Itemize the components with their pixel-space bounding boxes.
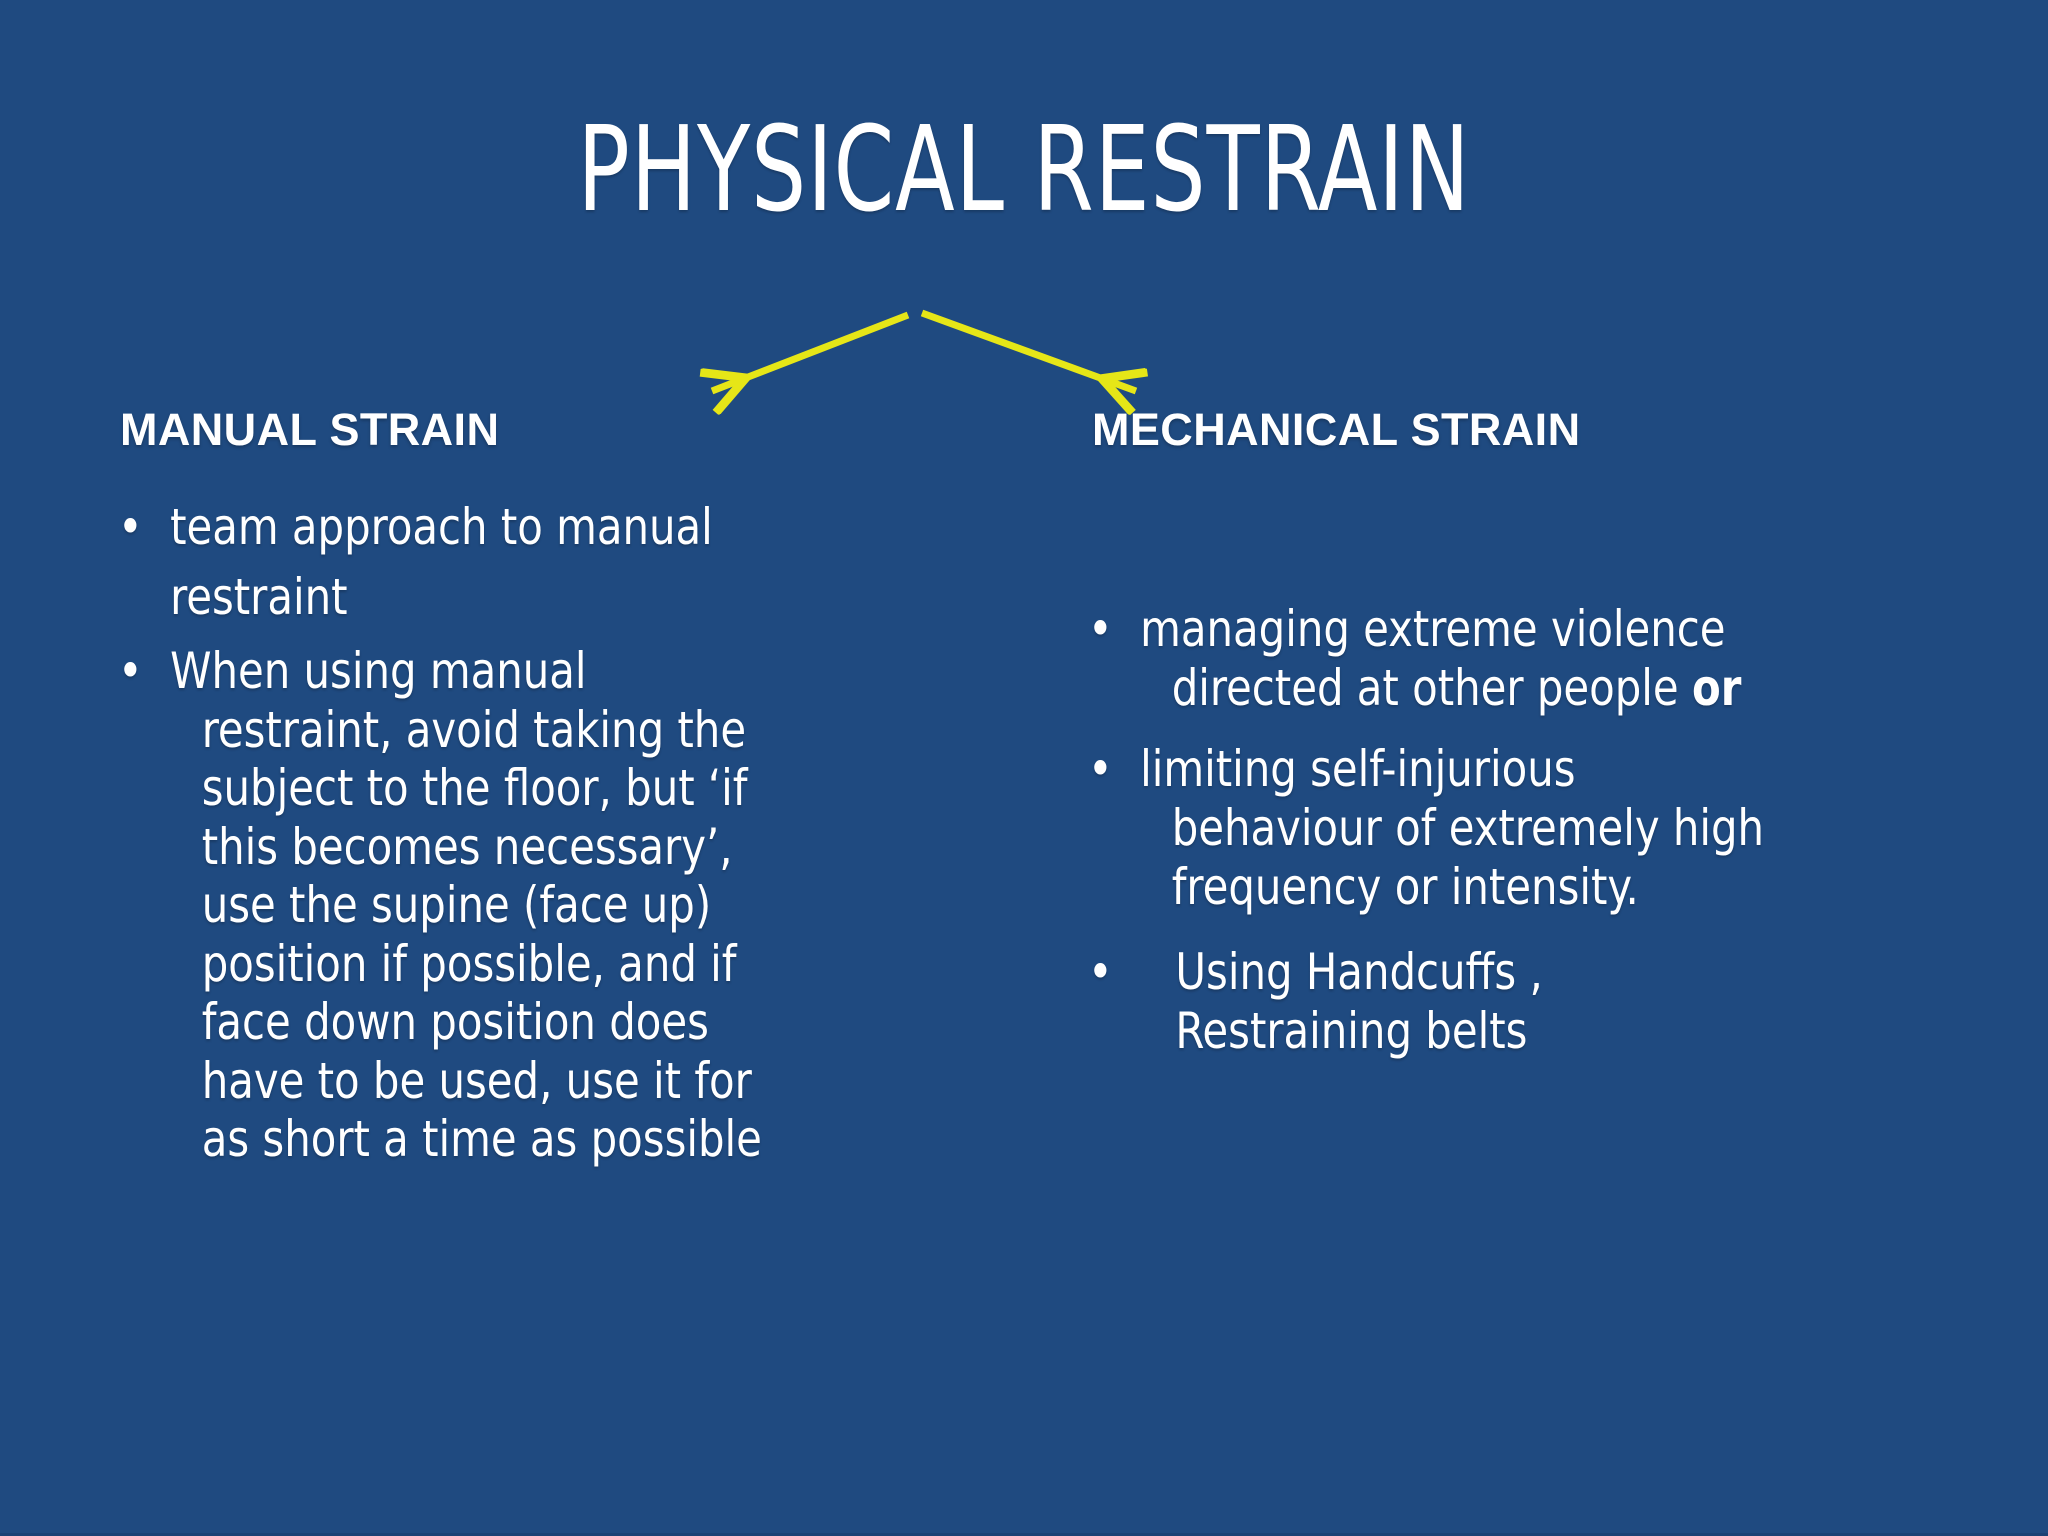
- list-item: • team approach to manual restraint: [118, 492, 918, 632]
- list-item: • managing extreme violence directed at …: [1088, 600, 1925, 718]
- bullet-marker: •: [1088, 740, 1113, 798]
- bullet-line: as short a time as possible: [201, 1110, 762, 1168]
- bullet-line: restraint: [170, 568, 348, 626]
- arrow-to-manual-strain: [712, 311, 910, 391]
- bullet-line: face down position does: [201, 993, 709, 1051]
- bullet-line: directed at other people or: [1140, 659, 1925, 718]
- manual-strain-heading: MANUAL STRAIN: [120, 404, 500, 455]
- bullet-line-text: directed at other people: [1171, 659, 1692, 717]
- bottom-edge-line: [0, 1533, 2048, 1536]
- bullet-line: managing extreme violence: [1140, 600, 1726, 658]
- bullet-line: limiting self-injurious: [1140, 740, 1576, 798]
- bullet-line: Using Handcuffs ,: [1175, 943, 1543, 1001]
- page-title: PHYSICAL RESTRAIN: [577, 100, 1471, 238]
- bullet-line: behaviour of extremely high: [1171, 799, 1765, 857]
- bullet-marker: •: [1088, 943, 1113, 1001]
- bullet-line: use the supine (face up): [201, 876, 712, 934]
- list-item: • limiting self-injurious behaviour of e…: [1088, 740, 1925, 917]
- mechanical-strain-bullet-list: • managing extreme violence directed at …: [1088, 600, 1988, 1061]
- bullet-line: subject to the floor, but ‘if: [201, 759, 748, 817]
- bullet-line: position if possible, and if: [201, 934, 737, 993]
- bullet-line: When using manual: [170, 642, 587, 700]
- manual-strain-column: MANUAL STRAIN • team approach to manual …: [118, 404, 978, 1169]
- bullet-marker: •: [1088, 600, 1113, 658]
- mechanical-strain-heading: MECHANICAL STRAIN: [1092, 404, 1581, 455]
- bullet-line-emphasis: or: [1691, 659, 1742, 717]
- manual-strain-bullet-list: • team approach to manual restraint • Wh…: [118, 492, 978, 1169]
- bullet-marker: •: [118, 642, 143, 700]
- bullet-line: have to be used, use it for: [201, 1051, 752, 1110]
- mechanical-strain-column: MECHANICAL STRAIN • managing extreme vio…: [1088, 404, 1988, 1061]
- bullet-line: this becomes necessary’,: [201, 817, 733, 876]
- bullet-line: Restraining belts: [1175, 1002, 1528, 1060]
- list-item: • When using manual restraint, avoid tak…: [118, 642, 918, 1169]
- bullet-line: restraint, avoid taking the: [201, 700, 747, 759]
- bullet-line: team approach to manual: [170, 498, 713, 556]
- bullet-marker: •: [118, 498, 143, 556]
- list-item: • Using Handcuffs , Restraining belts: [1088, 943, 1925, 1061]
- arrow-to-mechanical-strain: [920, 309, 1136, 391]
- bullet-line: frequency or intensity.: [1171, 858, 1639, 916]
